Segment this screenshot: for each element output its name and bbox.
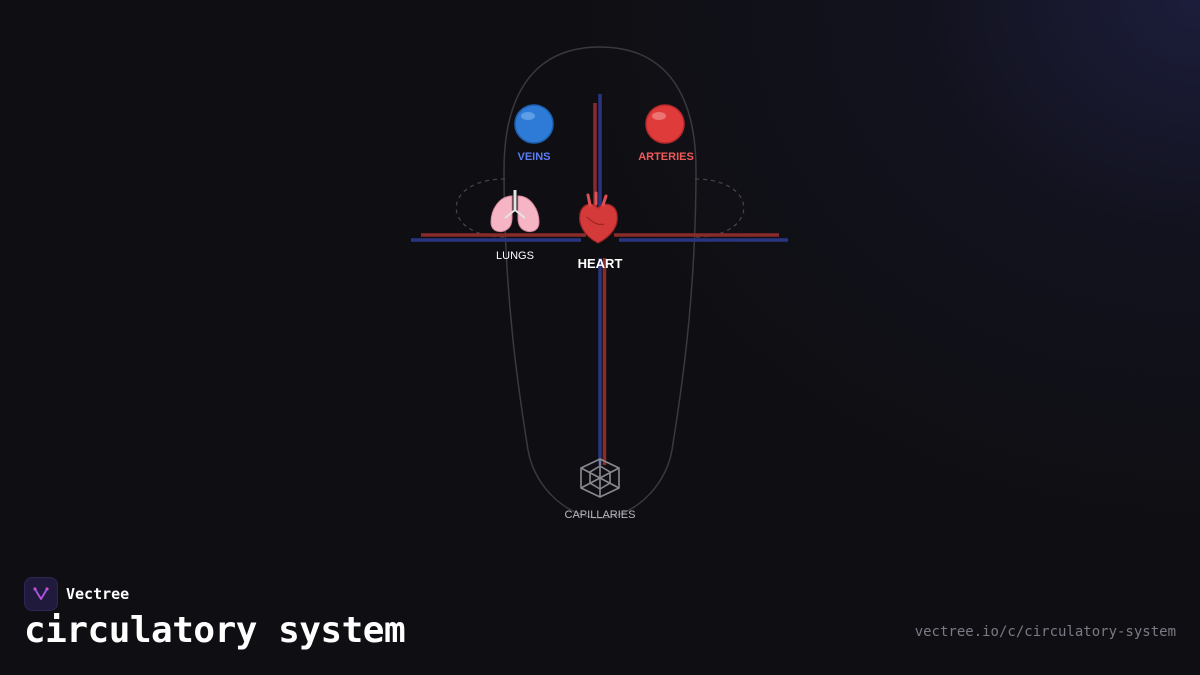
veins-icon	[514, 104, 554, 144]
veins-label: VEINS	[517, 151, 550, 163]
lungs-icon	[490, 190, 540, 233]
veins-icon-shine	[521, 112, 535, 120]
page-url[interactable]: vectree.io/c/circulatory-system	[914, 624, 1176, 640]
vectree-logo-icon	[24, 577, 58, 611]
page-title: circulatory system	[24, 610, 406, 651]
arteries-icon-shine	[652, 112, 666, 120]
heart-icon	[579, 191, 618, 244]
capillaries-label: CAPILLARIES	[565, 509, 636, 521]
lungs-label: LUNGS	[496, 250, 534, 262]
capillaries-icon	[580, 458, 620, 498]
brand: Vectree	[24, 577, 129, 611]
right-loop	[694, 178, 745, 238]
heart-label: HEART	[578, 256, 623, 271]
arteries-icon	[645, 104, 685, 144]
arteries-label: ARTERIES	[638, 151, 694, 163]
brand-name: Vectree	[66, 585, 130, 603]
body-outline	[503, 46, 697, 519]
